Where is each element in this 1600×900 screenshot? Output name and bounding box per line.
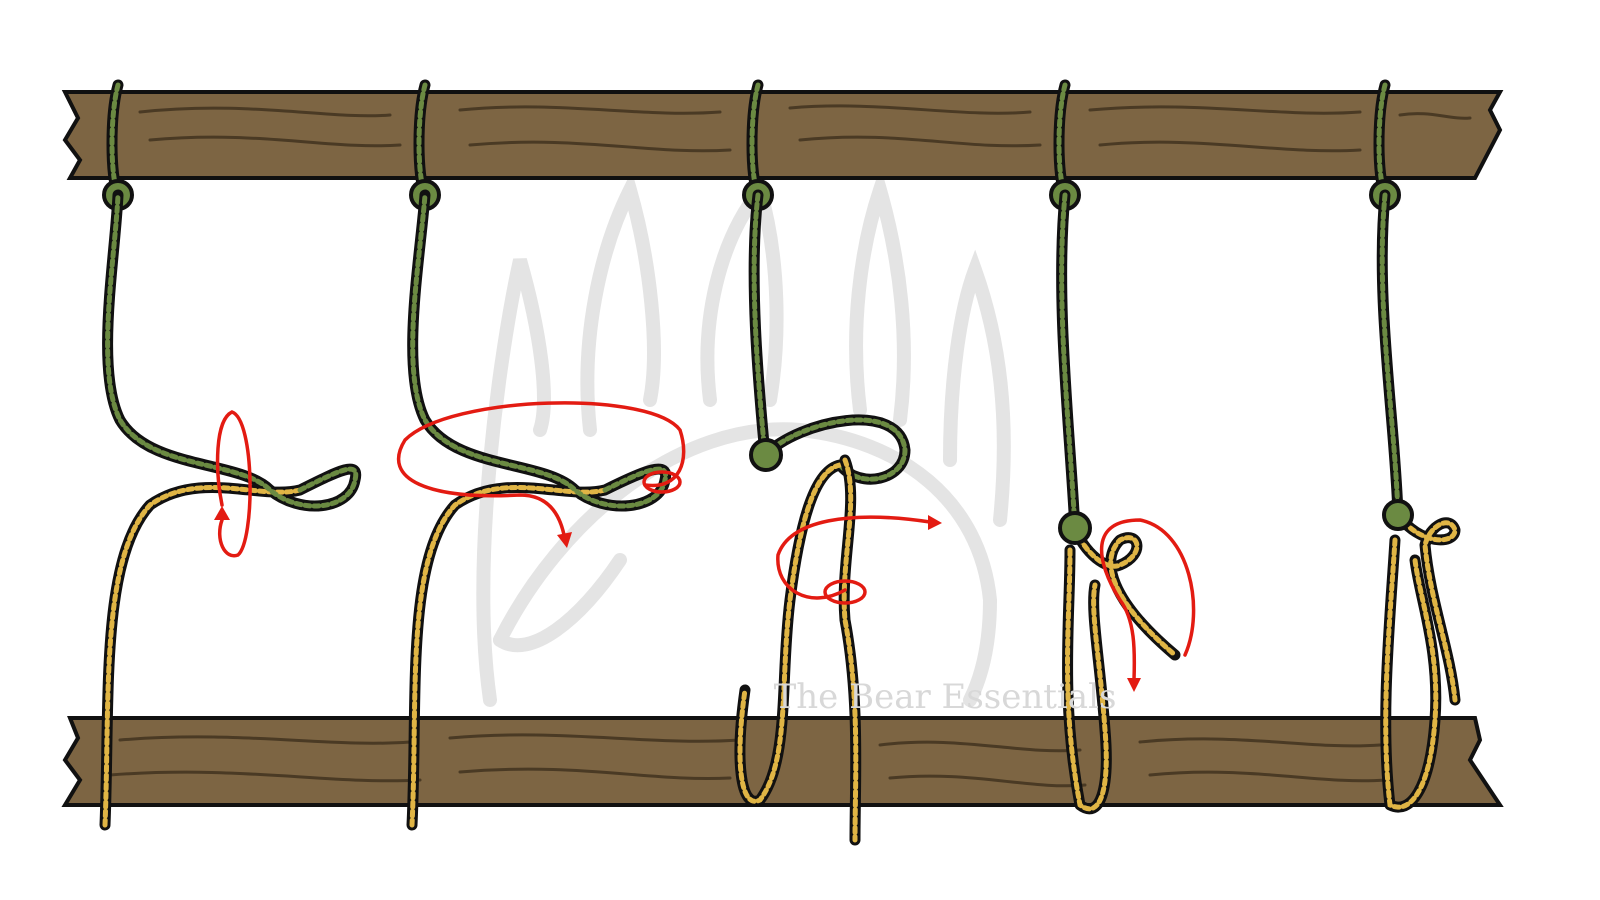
step-1-arrow (214, 410, 252, 558)
step-1-rope (104, 85, 362, 831)
step-4-arrow (1099, 518, 1196, 692)
step-3-rope (734, 85, 911, 846)
top-plank (61, 90, 1504, 180)
bottom-plank (61, 716, 1504, 807)
step-4-rope (1051, 85, 1181, 815)
step-2-rope (411, 85, 672, 831)
step-3-arrow (776, 515, 942, 605)
watermark-bear-paw (476, 166, 1011, 707)
watermark-text: The Bear Essentials (774, 677, 1117, 717)
step-5-rope (1371, 85, 1461, 813)
step-2-arrow (397, 401, 686, 548)
